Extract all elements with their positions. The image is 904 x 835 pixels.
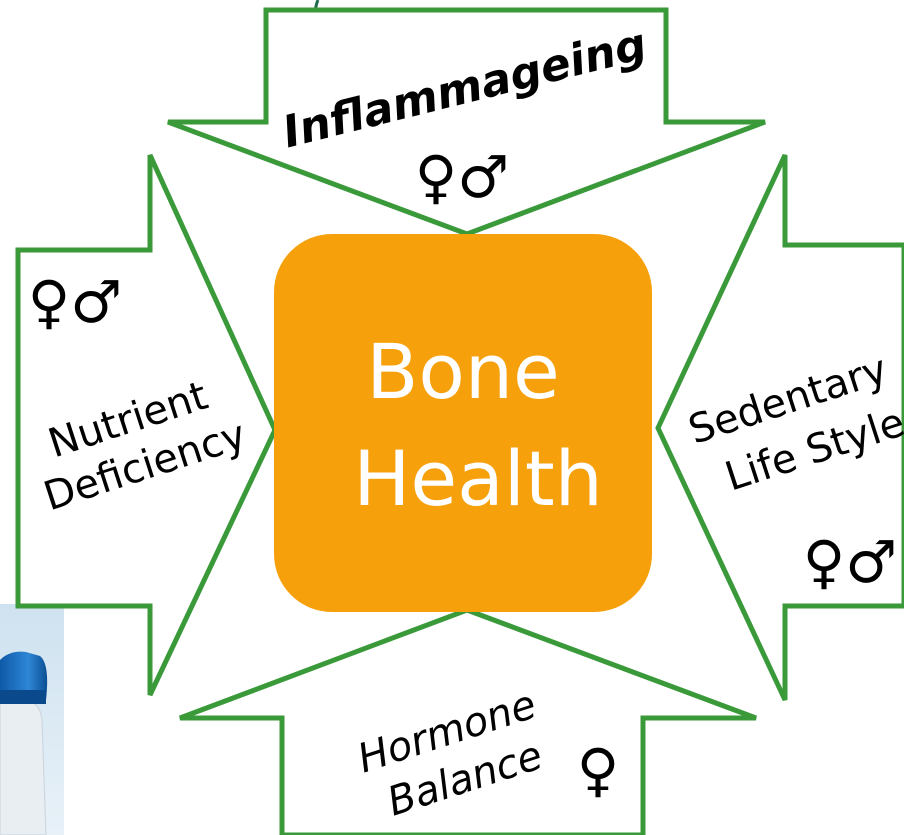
bottle-photo: [0, 604, 64, 835]
nutrient-deficiency-gender-icon: ♀♂: [28, 268, 122, 336]
bone-health-box: [274, 234, 652, 612]
sedentary-lifestyle-gender-icon: ♀♂: [803, 528, 897, 596]
center-title-line1: Bone: [366, 327, 560, 416]
hormone-balance-gender-icon: ♀: [577, 736, 619, 804]
inflammageing-gender-icon: ♀♂: [415, 143, 509, 211]
center-title-line2: Health: [353, 434, 603, 523]
